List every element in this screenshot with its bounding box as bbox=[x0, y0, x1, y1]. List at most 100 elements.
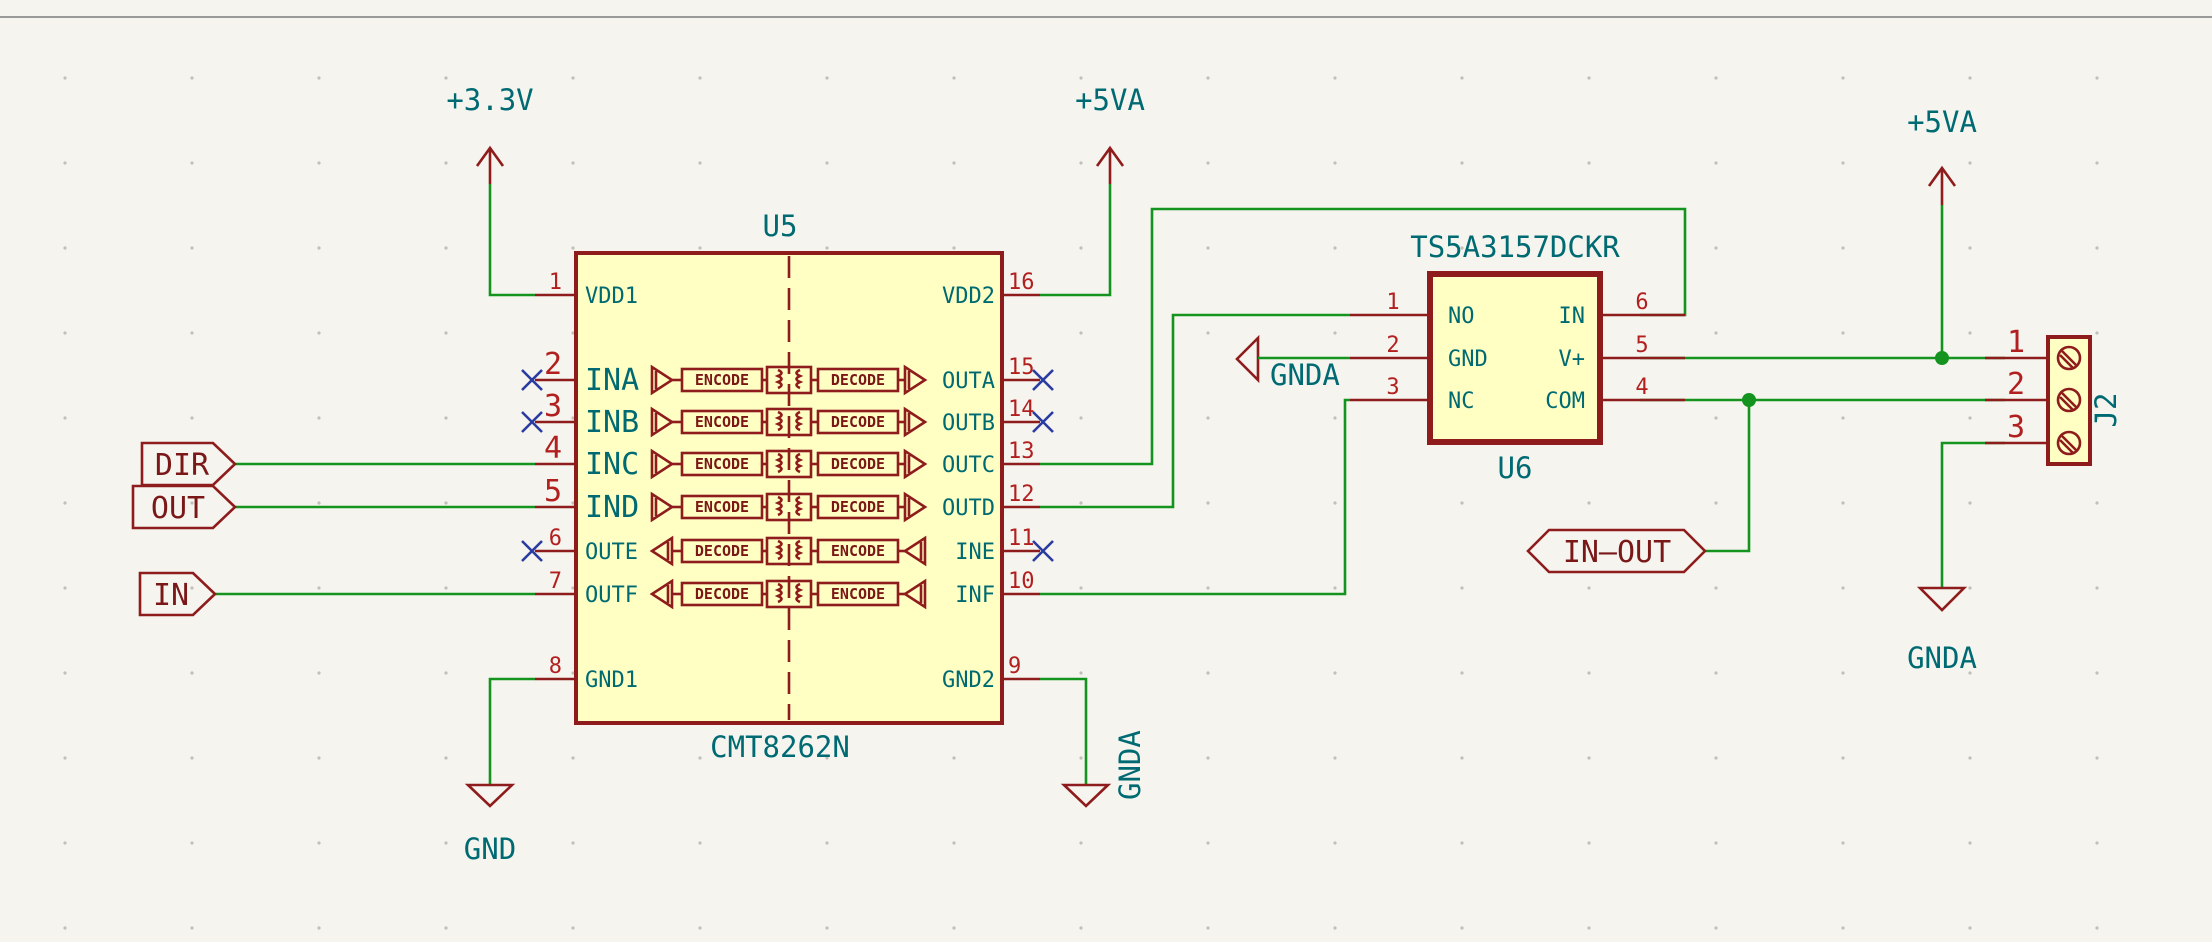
j2-pin-number: 3 bbox=[2007, 410, 2025, 445]
grid-dot bbox=[317, 246, 321, 250]
codec-label: ENCODE bbox=[695, 413, 749, 431]
buffer-icon bbox=[650, 491, 675, 523]
grid-dot bbox=[1206, 756, 1210, 760]
u5-pin-number: 9 bbox=[1008, 654, 1021, 679]
grid-dot bbox=[1333, 501, 1337, 505]
grid-dot bbox=[1587, 501, 1591, 505]
j2-pin-number: 1 bbox=[2007, 325, 2025, 360]
buffer-icon bbox=[902, 535, 927, 567]
power-gnda-j2-label: GNDA bbox=[1907, 641, 1977, 675]
power-5va-u5[interactable]: +5VA bbox=[1075, 83, 1145, 184]
grid-dot bbox=[1968, 331, 1972, 335]
grid-dot bbox=[1587, 926, 1591, 930]
grid-dot bbox=[571, 161, 575, 165]
u5-pin-name: INB bbox=[585, 405, 639, 440]
u6-pin-number: 1 bbox=[1386, 290, 1399, 315]
grid-dot bbox=[1714, 586, 1718, 590]
grid-dot bbox=[317, 76, 321, 80]
grid-dot bbox=[698, 246, 702, 250]
grid-dot bbox=[825, 76, 829, 80]
grid-dot bbox=[190, 926, 194, 930]
j2-terminal-block[interactable]: J2 123 bbox=[1985, 325, 2123, 466]
grid-dot bbox=[1079, 756, 1083, 760]
u5-pin-number: 6 bbox=[549, 526, 562, 551]
u5-pin-number: 15 bbox=[1008, 355, 1035, 380]
codec-label: DECODE bbox=[831, 371, 885, 389]
u5-pin-name: OUTD bbox=[942, 496, 995, 521]
power-gnd-u5[interactable]: GND bbox=[464, 783, 516, 866]
grid-dot bbox=[1333, 841, 1337, 845]
wire-outd-u6-no bbox=[1040, 313, 1350, 509]
no-connect-icon bbox=[1032, 540, 1054, 562]
label-in-out[interactable]: IN—OUT bbox=[1526, 528, 1707, 574]
grid-dot bbox=[190, 841, 194, 845]
grid-dot bbox=[1460, 501, 1464, 505]
grid-dot bbox=[571, 416, 575, 420]
grid-dot bbox=[2095, 246, 2099, 250]
grid-dot bbox=[571, 756, 575, 760]
grid-dot bbox=[571, 331, 575, 335]
label-in-out-text: IN—OUT bbox=[1563, 535, 1671, 570]
grid-dot bbox=[825, 756, 829, 760]
u6-pin-number: 3 bbox=[1386, 375, 1399, 400]
grid-dot bbox=[1714, 246, 1718, 250]
u6-pin-name: IN bbox=[1559, 304, 1586, 329]
u5-pin-name: OUTF bbox=[585, 583, 638, 608]
u5-pin-number: 3 bbox=[544, 389, 562, 424]
grid-dot bbox=[1333, 586, 1337, 590]
grid-dot bbox=[952, 246, 956, 250]
power-gnda-u5[interactable]: GNDA bbox=[1060, 730, 1147, 808]
grid-dot bbox=[190, 501, 194, 505]
no-connect-icon bbox=[521, 369, 543, 391]
u6-pin-number: 2 bbox=[1386, 333, 1399, 358]
grid-dot bbox=[571, 586, 575, 590]
grid-dot bbox=[2095, 841, 2099, 845]
codec-label: DECODE bbox=[695, 542, 749, 560]
label-in[interactable]: IN bbox=[138, 571, 217, 617]
u5-pin-name: INF bbox=[955, 583, 995, 608]
u6-ref: U6 bbox=[1498, 451, 1533, 485]
wire-gnd2-gnda bbox=[1040, 677, 1088, 785]
u5-pin-name: INE bbox=[955, 540, 995, 565]
grid-dot bbox=[1587, 756, 1591, 760]
u5-pin-number: 10 bbox=[1008, 569, 1035, 594]
grid-dot bbox=[1206, 926, 1210, 930]
grid-dot bbox=[825, 246, 829, 250]
power-5va-j2-label: +5VA bbox=[1907, 105, 1977, 139]
grid-dot bbox=[317, 926, 321, 930]
grid-dot bbox=[1968, 926, 1972, 930]
label-dir[interactable]: DIR bbox=[140, 441, 237, 487]
screw-icon bbox=[2056, 387, 2082, 413]
u5-pin-name: IND bbox=[585, 490, 639, 525]
grid-dot bbox=[317, 416, 321, 420]
grid-dot bbox=[1968, 161, 1972, 165]
grid-dot bbox=[317, 161, 321, 165]
grid-dot bbox=[1841, 586, 1845, 590]
grid-dot bbox=[1333, 76, 1337, 80]
grid-dot bbox=[317, 756, 321, 760]
codec-label: ENCODE bbox=[831, 542, 885, 560]
grid-dot bbox=[1968, 416, 1972, 420]
grid-dot bbox=[2095, 586, 2099, 590]
power-gnda-j2[interactable]: GNDA bbox=[1907, 586, 1977, 675]
grid-dot bbox=[1587, 76, 1591, 80]
u5-pin-number: 4 bbox=[544, 431, 562, 466]
power-gnda-u6[interactable]: GNDA bbox=[1235, 334, 1340, 392]
power-gnd-label: GND bbox=[464, 832, 516, 866]
grid-dot bbox=[1714, 161, 1718, 165]
grid-dot bbox=[698, 756, 702, 760]
grid-dot bbox=[1206, 671, 1210, 675]
grid-dot bbox=[63, 586, 67, 590]
power-gnda-u5-label: GNDA bbox=[1113, 730, 1147, 800]
grid-dot bbox=[952, 161, 956, 165]
power-5va-j2[interactable]: +5VA bbox=[1907, 105, 1977, 205]
label-out[interactable]: OUT bbox=[131, 484, 237, 530]
grid-dot bbox=[2095, 416, 2099, 420]
grid-dot bbox=[571, 246, 575, 250]
power-3v3[interactable]: +3.3V bbox=[446, 83, 534, 184]
grid-dot bbox=[190, 671, 194, 675]
grid-dot bbox=[1333, 671, 1337, 675]
